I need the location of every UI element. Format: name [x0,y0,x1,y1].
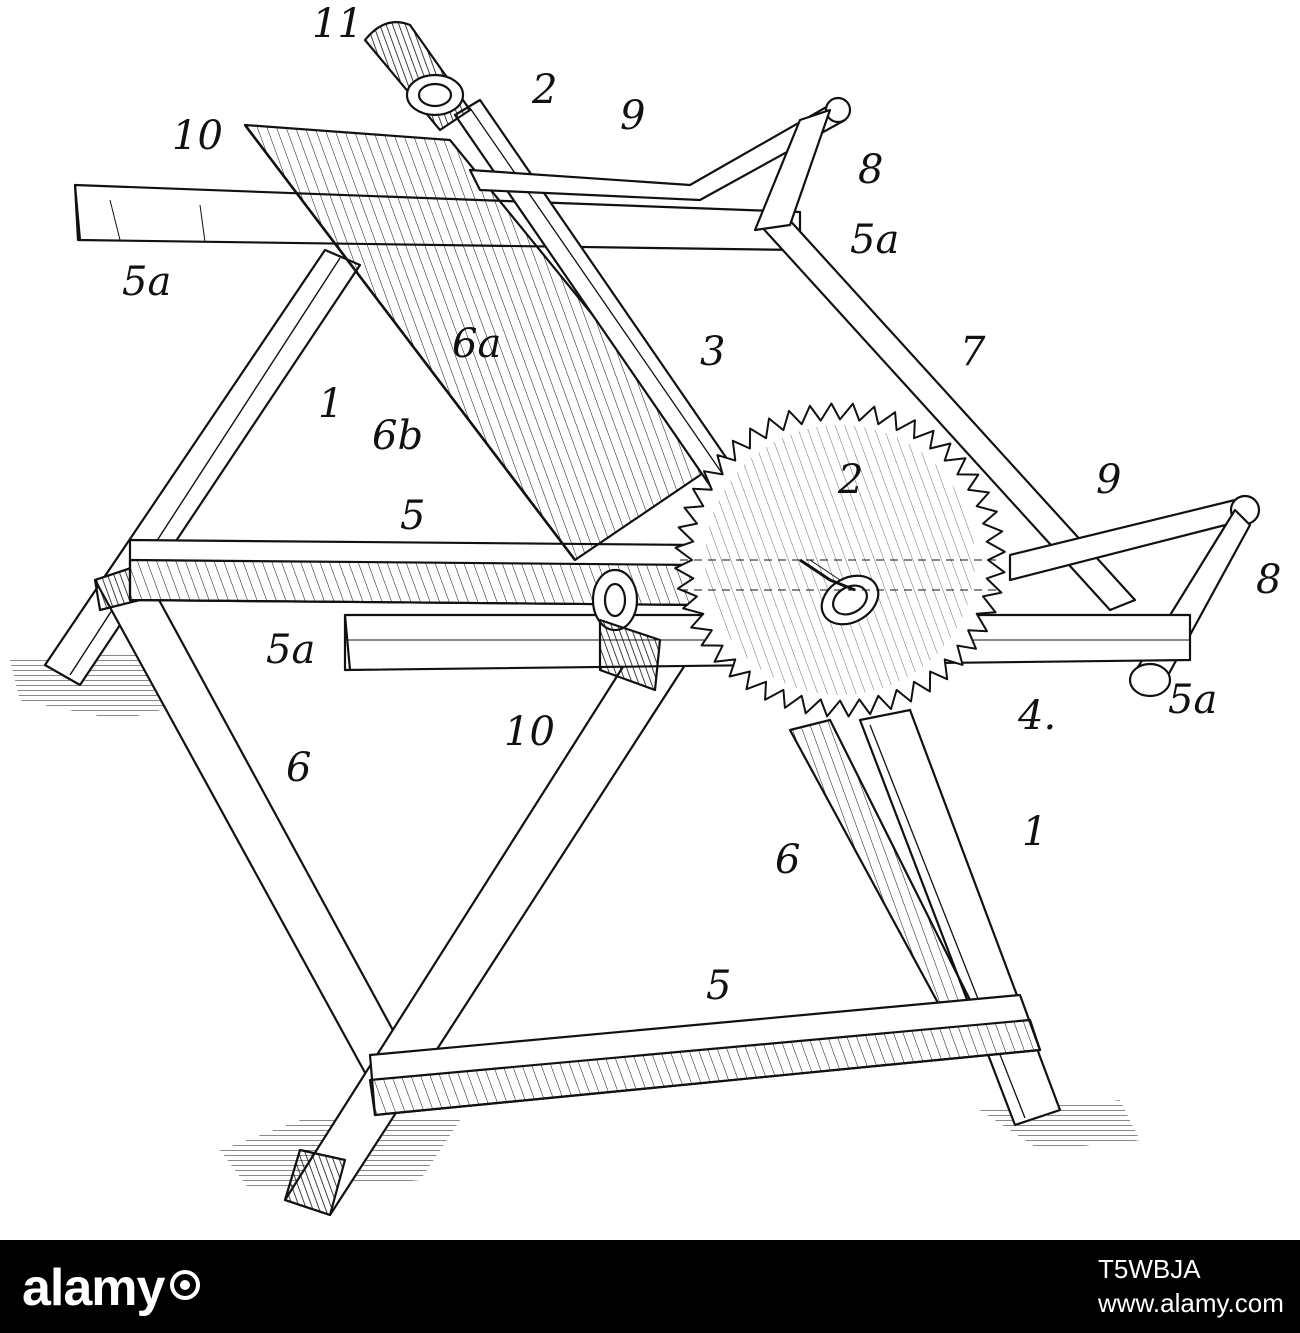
image-code: T5WBJA [1098,1254,1201,1284]
brand-text: alamy [22,1259,165,1317]
site-url: www.alamy.com [1098,1288,1284,1318]
label-6-left: 6 [286,745,312,791]
label-5-mid: 5 [400,493,426,539]
leg-front-diagonal [283,638,687,1217]
saw-blade-4 [674,402,1006,718]
label-5-bottom: 5 [706,963,732,1009]
crossbar-5-bottom [368,993,1042,1117]
label-10-bottom: 10 [504,709,555,755]
label-5a-top-right: 5a [850,217,900,263]
label-9-right: 9 [1096,457,1122,503]
handle-11 [363,21,472,132]
arm-9-top [468,96,852,232]
patent-drawing [10,21,1261,1217]
label-2-mid: 2 [838,457,864,503]
label-7: 7 [960,329,986,375]
label-11: 11 [312,1,363,47]
label-9-top: 9 [620,93,646,139]
label-2-top: 2 [532,67,558,113]
label-1-left: 1 [318,381,344,427]
label-6a: 6a [452,321,502,367]
label-6b: 6b [372,413,424,459]
watermark-footer: alamy T5WBJA www.alamy.com [0,1240,1300,1333]
label-5a-left: 5a [122,259,172,305]
label-4: 4. [1018,693,1057,739]
brand-logo: alamy [22,1258,201,1318]
label-5a-mid-left: 5a [266,627,316,673]
label-6-right: 6 [775,837,801,883]
label-8-top: 8 [858,147,884,193]
bearing-10-lower [591,568,662,692]
label-3: 3 [700,329,726,375]
leg-1-left [43,248,362,687]
brand-mark-icon [170,1270,201,1301]
label-10-top: 10 [172,113,223,159]
label-5a-right: 5a [1168,677,1218,723]
label-8-right: 8 [1256,557,1282,603]
label-1-right: 1 [1022,809,1048,855]
